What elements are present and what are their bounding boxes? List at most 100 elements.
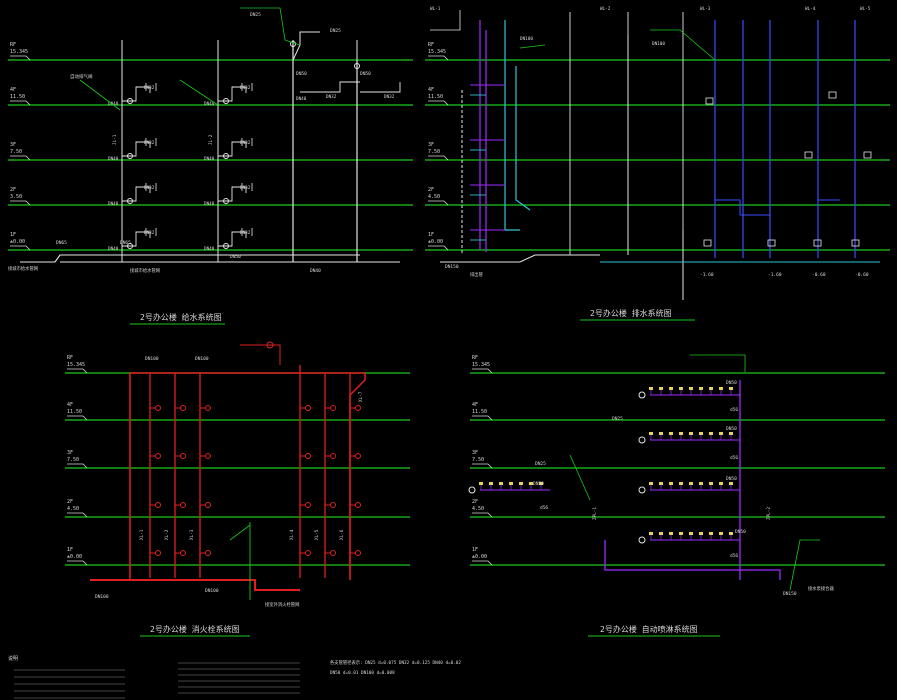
pipe-size-label: DN25 xyxy=(250,12,261,18)
pipe-size-label: DN100 xyxy=(652,41,665,47)
floor-name: 4F xyxy=(472,402,478,408)
roof-tank-valve xyxy=(266,341,274,349)
pipe-size-label: DN50 xyxy=(533,481,544,487)
hydrant-symbol xyxy=(355,502,361,508)
pipe-size-label: DN40 xyxy=(296,96,307,102)
sprinkler-head-symbol xyxy=(649,432,653,435)
elevation-marker xyxy=(428,245,449,251)
hydrant-symbol xyxy=(180,502,186,508)
floor-name: 3F xyxy=(67,450,73,456)
valve-symbol xyxy=(127,198,133,204)
flow-switch-symbol xyxy=(638,486,646,494)
drain-branch-blue xyxy=(817,165,840,201)
pipe-size-label: DN25 xyxy=(330,28,341,34)
hydrant-symbol xyxy=(355,405,361,411)
floor-elevation: 4.50 xyxy=(67,506,79,512)
drainage-diagram: RF15.3454F11.503F7.502F4.501F±0.00-1.60-… xyxy=(425,6,890,321)
floor-name: RF xyxy=(428,42,434,48)
floor-elevation: 7.50 xyxy=(10,149,22,155)
pipe-size-label: DN32 xyxy=(144,230,155,236)
drain-riser xyxy=(504,20,520,231)
pipe-size-label: DN40 xyxy=(204,246,215,252)
riser-label: XL-3 xyxy=(189,529,195,540)
hydrant-symbol xyxy=(330,550,336,556)
floor-elevation: 15.345 xyxy=(472,362,490,368)
floor-name: 1F xyxy=(10,232,16,238)
outlet-level: -0.60 xyxy=(855,272,869,278)
pipe-size-label: DN50 xyxy=(230,254,241,260)
pipe-size-label: DN150 xyxy=(783,591,797,597)
floor-elevation: 7.50 xyxy=(67,457,79,463)
pipe-size-label: DN32 xyxy=(144,85,155,91)
pipe-size-label: DN40 xyxy=(204,156,215,162)
elevation-marker xyxy=(67,463,88,469)
note-text: 接水泵接合器 xyxy=(808,585,834,592)
elevation-marker xyxy=(472,512,493,518)
sprinkler-diagram: RF15.3454F11.503F7.502F4.501F±0.00d56d56… xyxy=(468,354,885,637)
pipe-size-label: DN65 xyxy=(120,240,131,246)
branch-size-label: d56 xyxy=(540,505,548,511)
outlet-level: -1.60 xyxy=(700,272,714,278)
sprinkler-head-symbol xyxy=(729,482,733,485)
supply-main-pipe xyxy=(20,254,360,263)
pipe-size-label: DN40 xyxy=(204,101,215,107)
sprinkler-head-symbol xyxy=(709,482,713,485)
elevation-marker xyxy=(472,415,493,421)
sprinkler-head-symbol xyxy=(669,432,673,435)
pipe-size-label: DN32 xyxy=(384,94,395,100)
sprinkler-head-symbol xyxy=(729,532,733,535)
pipe-size-label: DN150 xyxy=(445,264,459,270)
leader-line xyxy=(519,44,546,49)
sprinkler-head-symbol xyxy=(539,482,543,485)
floor-name: 2F xyxy=(472,499,478,505)
note-text: 接室外消火栓管网 xyxy=(265,601,299,608)
floor-name: 4F xyxy=(428,87,434,93)
floor-name: 2F xyxy=(428,187,434,193)
elevation-marker xyxy=(428,55,449,61)
riser-label: XL-5 xyxy=(314,529,320,540)
riser-label: WL-4 xyxy=(805,6,816,12)
fire-header xyxy=(90,579,300,591)
elevation-marker xyxy=(67,415,88,421)
floor-elevation: 11.50 xyxy=(428,94,443,100)
legend-text: 各支管管径表示: DN25 d=0.075 DN32 d=0.125 DN40 … xyxy=(330,659,461,666)
sprinkler-head-symbol xyxy=(709,387,713,390)
fixture-symbol xyxy=(703,239,712,247)
hydrant-symbol xyxy=(305,502,311,508)
elevation-marker xyxy=(10,200,31,206)
riser-label: JL-2 xyxy=(208,134,214,145)
floor-elevation: 4.50 xyxy=(472,506,484,512)
leader-line xyxy=(240,7,301,46)
pipe-size-label: DN40 xyxy=(108,246,119,252)
supply-branch xyxy=(122,86,151,102)
sprinkler-head-symbol xyxy=(719,432,723,435)
elevation-marker xyxy=(472,560,493,566)
hydrant-symbol xyxy=(330,405,336,411)
elevation-marker xyxy=(10,155,31,161)
pipe-size-label: DN25 xyxy=(535,461,546,467)
pipe-size-label: DN65 xyxy=(56,240,67,246)
roof-branch xyxy=(300,81,360,93)
hydrant-symbol xyxy=(155,502,161,508)
hydrant-symbol xyxy=(180,453,186,459)
fire-roof-pipe xyxy=(240,344,281,365)
elevation-marker xyxy=(10,55,31,61)
floor-name: RF xyxy=(472,355,478,361)
sprinkler-head-symbol xyxy=(489,482,493,485)
sprinkler-head-symbol xyxy=(479,482,483,485)
floor-name: 3F xyxy=(428,142,434,148)
pipe-size-label: DN32 xyxy=(240,185,251,191)
fixture-symbol xyxy=(705,97,714,105)
pipe-size-label: DN50 xyxy=(296,71,307,77)
leader-line xyxy=(569,454,591,501)
riser-label: XL-6 xyxy=(339,529,345,540)
pipe-size-label: DN100 xyxy=(95,594,109,600)
pipe-size-label: DN40 xyxy=(108,101,119,107)
supply-branch xyxy=(218,141,247,157)
floor-elevation: 3.50 xyxy=(10,194,22,200)
vent-pipe xyxy=(430,10,461,31)
valve-symbol xyxy=(290,41,296,47)
elevation-marker xyxy=(428,155,449,161)
sprinkler-head-symbol xyxy=(729,387,733,390)
riser-label: ZPL-1 xyxy=(592,507,598,520)
